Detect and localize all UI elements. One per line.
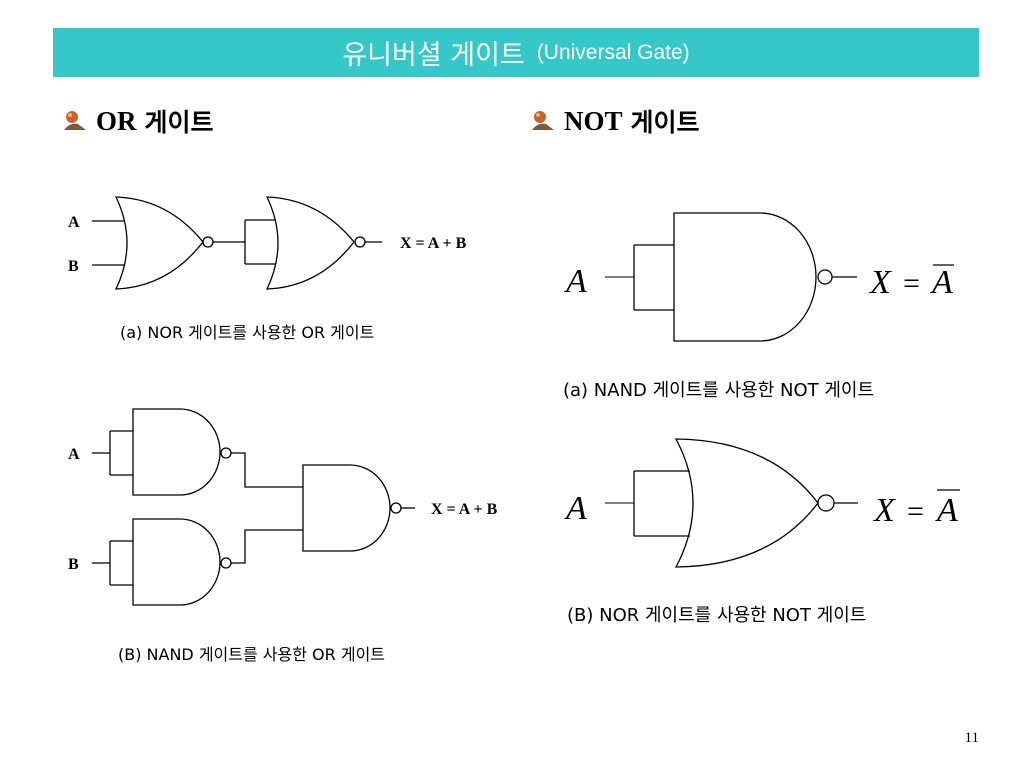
caption-diagram-a: (a) NOR 게이트를 사용한 OR 게이트 — [120, 323, 375, 342]
diagram-d-nor-not — [605, 438, 960, 568]
diagram-c-nand-not — [605, 212, 954, 342]
or-heading-en: OR — [96, 105, 137, 136]
label-input: A — [564, 263, 587, 300]
label-output-var: X — [872, 492, 896, 529]
nand-gate-bottom — [132, 518, 221, 606]
nor-gate-1 — [114, 196, 204, 290]
label-output: X = A + B — [400, 235, 467, 252]
caption-diagram-c: (a) NAND 게이트를 사용한 NOT 게이트 — [563, 380, 875, 401]
inverter-bubble — [202, 236, 214, 248]
label-equals: = — [907, 495, 924, 528]
not-heading-ko: 게이트 — [630, 108, 700, 137]
tied-inputs — [244, 219, 276, 265]
label-input-a: A — [68, 214, 80, 231]
tied-inputs — [633, 470, 690, 537]
wire — [231, 452, 303, 488]
nor-gate — [674, 438, 819, 568]
diagram-b-nand-or — [92, 408, 415, 606]
nor-gate-2 — [265, 196, 355, 290]
label-output-val: A — [935, 492, 958, 529]
label-output-val: A — [930, 264, 953, 301]
caption-diagram-b: (B) NAND 게이트를 사용한 OR 게이트 — [118, 645, 386, 664]
nand-gate-final — [302, 464, 391, 552]
nand-gate-top — [132, 408, 221, 496]
not-gate-heading: NOT 게이트 — [530, 101, 700, 141]
label-input-b: B — [68, 258, 79, 275]
bullet-icon — [64, 111, 86, 130]
label-output-var: X — [868, 264, 892, 301]
page-subtitle: (Universal Gate) — [536, 40, 690, 64]
label-output: X = A + B — [431, 501, 498, 518]
or-gate-heading: OR 게이트 — [62, 101, 214, 141]
caption-diagram-d: (B) NOR 게이트를 사용한 NOT 게이트 — [567, 605, 867, 626]
label-input-a: A — [68, 446, 80, 463]
diagram-a-nor-or — [92, 196, 382, 290]
bullet-icon — [532, 111, 554, 130]
inverter-bubble — [390, 502, 402, 514]
label-input: A — [564, 490, 587, 527]
tied-inputs — [109, 540, 133, 586]
inverter-bubble — [817, 269, 833, 285]
tied-inputs — [633, 244, 674, 311]
label-equals: = — [903, 267, 920, 300]
page-number: 11 — [964, 730, 979, 746]
title-bar: 유니버셜 게이트 (Universal Gate) — [53, 28, 979, 77]
inverter-bubble — [817, 494, 835, 512]
tied-inputs — [109, 430, 133, 476]
inverter-bubble — [354, 236, 366, 248]
not-heading-en: NOT — [564, 105, 623, 136]
label-input-b: B — [68, 556, 79, 573]
or-heading-ko: 게이트 — [144, 108, 214, 137]
wire — [231, 529, 303, 564]
nand-gate — [673, 212, 817, 342]
page-title: 유니버셜 게이트 — [342, 40, 525, 71]
inverter-bubble — [220, 447, 232, 459]
inverter-bubble — [220, 557, 232, 569]
